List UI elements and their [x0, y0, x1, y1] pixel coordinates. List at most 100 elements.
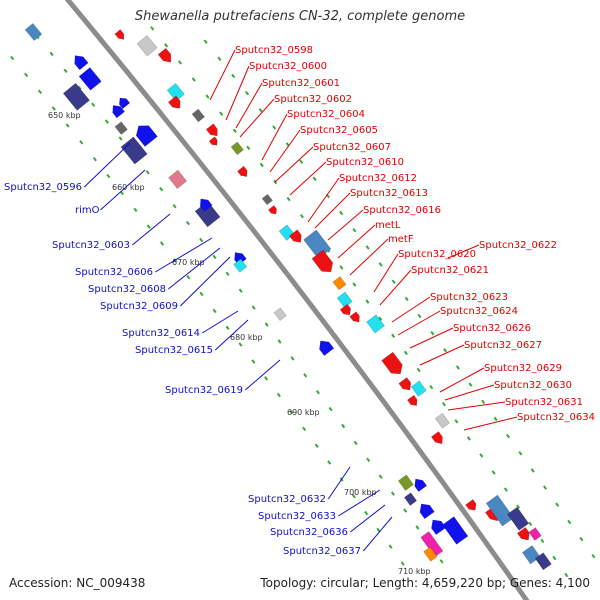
tick-dot [191, 77, 196, 82]
tick-dot [468, 382, 473, 387]
gene-label-metL: metL [375, 220, 401, 231]
label-leader-line [289, 161, 327, 196]
label-leader-line [202, 310, 239, 334]
gene-arrow [135, 125, 158, 147]
tick-dot [238, 342, 243, 347]
tick-dot [299, 159, 304, 164]
gene-label-Sputcn32_0634: Sputcn32_0634 [517, 412, 595, 423]
gene-arrow [237, 165, 248, 177]
genome-backbone [64, 0, 530, 600]
tick-dot [92, 157, 97, 162]
label-leader-line [327, 466, 351, 500]
gene-box [78, 67, 102, 91]
label-leader-line [100, 169, 146, 211]
tick-dot [238, 288, 243, 293]
tick-dot [528, 521, 533, 527]
gene-arrow [381, 351, 403, 375]
gene-label-Sputcn32_0609: Sputcn32_0609 [100, 301, 178, 312]
gene-arrow [205, 123, 218, 137]
scale-label-680kbp: 680 kbp [230, 333, 263, 342]
gene-arrow [465, 499, 477, 511]
label-leader-line [444, 384, 495, 401]
gene-label-Sputcn32_0610: Sputcn32_0610 [326, 157, 404, 168]
scale-label-700kbp: 700 kbp [344, 488, 377, 497]
label-leader-line [362, 516, 393, 552]
tick-dot [378, 474, 383, 479]
gene-arrow [349, 311, 360, 323]
gene-arrow [208, 136, 218, 146]
gene-arrow [157, 47, 172, 63]
tick-dot [366, 457, 371, 463]
gene-box [62, 82, 90, 111]
forward-gene-labels: Sputcn32_0598Sputcn32_0600Sputcn32_0601S… [209, 45, 595, 431]
tick-dot [328, 406, 333, 412]
gene-label-Sputcn32_0626: Sputcn32_0626 [453, 323, 531, 334]
gene-arrow [268, 205, 277, 215]
tick-dot [217, 56, 222, 61]
scale-label-670kbp: 670 kbp [172, 258, 205, 267]
label-leader-line [214, 319, 249, 351]
tick-dot [339, 265, 344, 270]
tick-dot [327, 460, 332, 465]
gene-box [434, 412, 450, 429]
gene-label-Sputcn32_0632: Sputcn32_0632 [248, 494, 326, 505]
tick-dot [145, 170, 150, 175]
tick-dot [415, 525, 420, 530]
label-leader-line [239, 98, 275, 138]
gene-label-Sputcn32_0608: Sputcn32_0608 [88, 284, 166, 295]
map-title: Shewanella putrefaciens CN-32, complete … [134, 9, 466, 24]
label-leader-line [379, 269, 412, 306]
tick-dot [91, 102, 96, 107]
label-leader-line [314, 192, 351, 229]
tick-dot [491, 470, 496, 475]
tick-dot [506, 433, 510, 439]
tick-dot [455, 365, 460, 370]
gene-label-Sputcn32_0598: Sputcn32_0598 [235, 45, 313, 56]
reverse-gene-labels: Sputcn32_0596rimOSputcn32_0603Sputcn32_0… [4, 142, 393, 557]
tick-dot [232, 128, 237, 133]
gene-arrow [319, 340, 335, 356]
gene-label-Sputcn32_0629: Sputcn32_0629 [484, 363, 562, 374]
label-leader-line [261, 113, 288, 161]
tick-dot [286, 196, 291, 202]
gene-label-Sputcn32_0607: Sputcn32_0607 [313, 142, 391, 153]
tick-dot [244, 90, 250, 96]
tick-dot [416, 367, 421, 373]
label-leader-line [397, 310, 441, 336]
tick-dot [199, 237, 204, 243]
gene-arrow [311, 249, 334, 273]
label-leader-line [225, 65, 250, 121]
tick-dot [199, 291, 204, 297]
gene-label-rimO: rimO [75, 205, 100, 216]
gene-box [136, 35, 158, 57]
tick-dot [106, 173, 111, 179]
tick-ring-1 [35, 34, 444, 564]
tick-dot [302, 426, 307, 432]
tick-dot [272, 125, 277, 130]
tick-dot [481, 399, 486, 405]
tick-dot [479, 453, 484, 458]
gene-label-Sputcn32_0630: Sputcn32_0630 [494, 380, 572, 391]
tick-dot [185, 220, 191, 226]
tick-dot [264, 322, 269, 327]
gene-arrow [407, 394, 418, 407]
tick-dot [10, 55, 15, 61]
tick-dot [259, 162, 264, 168]
tick-dot [516, 504, 521, 509]
gene-label-Sputcn32_0602: Sputcn32_0602 [274, 94, 352, 105]
gene-label-Sputcn32_0606: Sputcn32_0606 [75, 267, 153, 278]
tick-dot [79, 140, 84, 145]
gene-box [273, 307, 287, 321]
tick-dot [352, 282, 357, 287]
scale-label-690kbp: 690 kbp [287, 408, 320, 417]
tick-dot [65, 123, 70, 128]
tick-dot [290, 356, 295, 361]
gene-box [120, 136, 148, 165]
tick-dot [403, 508, 408, 513]
tick-dot [365, 245, 370, 250]
tick-dot [378, 262, 383, 267]
tick-dot [439, 559, 444, 564]
tick-dot [503, 487, 508, 492]
gene-label-Sputcn32_0604: Sputcn32_0604 [287, 109, 365, 120]
gene-box [507, 506, 530, 531]
